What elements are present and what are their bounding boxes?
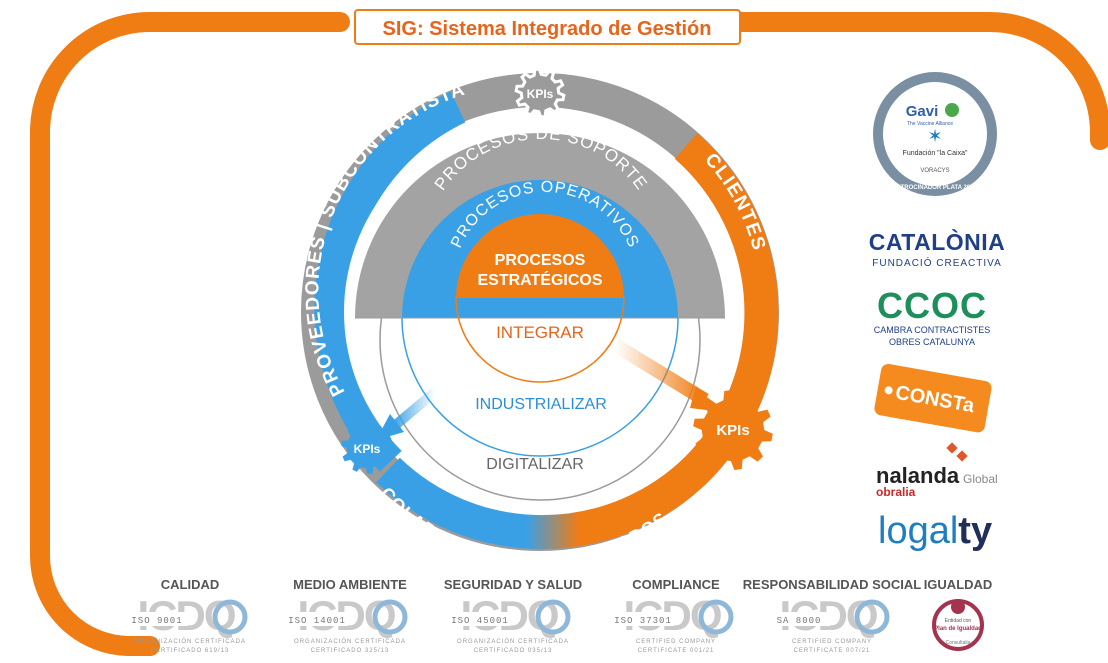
gavi-tagline: The Vaccine Alliance bbox=[907, 121, 953, 127]
cert-code-box bbox=[126, 612, 188, 626]
gear-icon bbox=[514, 67, 566, 119]
gavi-icon bbox=[945, 103, 959, 117]
strategic-label-1: PROCESOS bbox=[495, 252, 586, 269]
nalanda-mark-icon-2 bbox=[956, 450, 968, 462]
consta-tag bbox=[874, 363, 992, 433]
kpi-gear-right: KPIs bbox=[693, 390, 773, 470]
icdq-q-icon bbox=[698, 599, 734, 635]
gavi-name: Gavi bbox=[906, 103, 939, 120]
cert-title: IGUALDAD bbox=[924, 577, 993, 592]
strategic-label-2: ESTRATÉGICOS bbox=[477, 270, 602, 289]
cert-line-2: CERTIFICADO 035/13 bbox=[474, 648, 553, 654]
cert-line-2: CERTIFICATE 007/21 bbox=[794, 648, 871, 654]
equality-badge-top: Entidad con bbox=[945, 618, 972, 624]
cert-code: ISO 9001 bbox=[131, 616, 182, 626]
gavi-ring-text: PATROCINADOR PLATA 2022 bbox=[893, 185, 977, 191]
cert-line-1: ORGANIZACIÓN CERTIFICADA bbox=[294, 638, 406, 645]
gavi-badge: Gavi The Vaccine Alliance ✶ Fundación "l… bbox=[873, 72, 997, 196]
catalonia-logo: CATALÒNIA bbox=[869, 228, 1006, 255]
cert-title: MEDIO AMBIENTE bbox=[293, 577, 407, 592]
cert-line-1: CERTIFIED COMPANY bbox=[792, 639, 872, 645]
cert-title: RESPONSABILIDAD SOCIAL bbox=[743, 577, 921, 592]
cert-line-2: CERTIFICATE 001/21 bbox=[638, 648, 715, 654]
frame-right bbox=[730, 12, 1108, 150]
equality-dot-icon bbox=[951, 600, 965, 614]
ccoc-logo: CCOC bbox=[877, 285, 987, 326]
strategic-band bbox=[456, 214, 624, 298]
kpi-top-label: KPIs bbox=[527, 87, 554, 101]
digitalizar-label: DIGITALIZAR bbox=[486, 456, 584, 473]
gear-icon bbox=[693, 390, 773, 470]
page-title: SIG: Sistema Integrado de Gestión bbox=[383, 18, 712, 40]
consta-logo: CONSTa bbox=[874, 363, 992, 433]
kpi-gear-left: KPIs bbox=[341, 422, 393, 474]
equality-badge-main: Plan de Igualdad bbox=[934, 626, 982, 632]
consta-hole bbox=[884, 386, 893, 395]
nalanda-sub: obralia bbox=[876, 485, 916, 499]
icdq-q-icon bbox=[372, 599, 408, 635]
nalanda-mark-icon bbox=[946, 442, 958, 454]
cert-title: COMPLIANCE bbox=[632, 577, 720, 592]
nalanda-name: nalanda bbox=[876, 463, 960, 488]
gavi-foundation: Fundación "la Caixa" bbox=[903, 150, 968, 157]
catalonia-sub: FUNDACIÓ CREACTIVA bbox=[872, 256, 1002, 269]
cert-code-box bbox=[286, 612, 348, 626]
cert-code: ISO 37301 bbox=[614, 616, 672, 626]
gear-icon bbox=[341, 422, 393, 474]
kpi-gear-top: KPIs bbox=[514, 67, 566, 119]
outer-ring-left bbox=[314, 91, 466, 472]
la-caixa-star-icon: ✶ bbox=[927, 126, 942, 146]
frame-left bbox=[30, 12, 350, 656]
cert-title: CALIDAD bbox=[161, 577, 220, 592]
cert-code-box bbox=[768, 612, 830, 626]
nalanda-logo: nalanda Global obralia bbox=[876, 442, 998, 499]
cert-code: ISO 14001 bbox=[288, 616, 346, 626]
integrar-label: INTEGRAR bbox=[496, 323, 584, 342]
cert-line-2: CERTIFICADO 325/13 bbox=[311, 648, 390, 654]
outer-ring-bottom bbox=[376, 457, 708, 550]
equality-badge-bottom: Consultalia bbox=[946, 640, 971, 646]
logalty-name-a: logalty bbox=[878, 510, 992, 552]
kpi-left-label: KPIs bbox=[354, 442, 381, 456]
icdq-q-icon bbox=[535, 599, 571, 635]
ccoc-sub-1: CAMBRA CONTRACTISTES bbox=[874, 325, 991, 335]
gavi-inner bbox=[883, 82, 987, 186]
icdq-q-icon bbox=[854, 599, 890, 635]
cert-code-box bbox=[612, 612, 674, 626]
cert-title: SEGURIDAD Y SALUD bbox=[444, 577, 582, 592]
cert-line-1: CERTIFIED COMPANY bbox=[636, 639, 716, 645]
industrializar-label: INDUSTRIALIZAR bbox=[475, 396, 607, 413]
nalanda-suffix: Global bbox=[963, 472, 998, 486]
arrow-to-employees bbox=[388, 388, 439, 432]
arrow-head-left bbox=[376, 414, 404, 440]
cert-line-1: ORGANIZACIÓN CERTIFICADA bbox=[457, 638, 569, 645]
cert-line-2: CERTIFICADO 619/13 bbox=[151, 648, 230, 654]
kpi-right-label: KPIs bbox=[716, 422, 749, 439]
gavi-brand: VORACYS bbox=[920, 168, 949, 174]
ccoc-sub-2: OBRES CATALUNYA bbox=[889, 337, 975, 347]
cert-line-1: ORGANIZACIÓN CERTIFICADA bbox=[134, 638, 246, 645]
cert-code-box bbox=[449, 612, 511, 626]
icdq-q-icon bbox=[212, 599, 248, 635]
logalty-logo: logalty bbox=[878, 510, 992, 552]
cert-code: SA 8000 bbox=[777, 616, 822, 626]
title-tab bbox=[354, 9, 741, 45]
arrow-to-clients bbox=[611, 339, 709, 406]
cert-code: ISO 45001 bbox=[451, 616, 509, 626]
integrar-arc bbox=[455, 297, 625, 383]
arrow-top-stem bbox=[536, 118, 545, 132]
